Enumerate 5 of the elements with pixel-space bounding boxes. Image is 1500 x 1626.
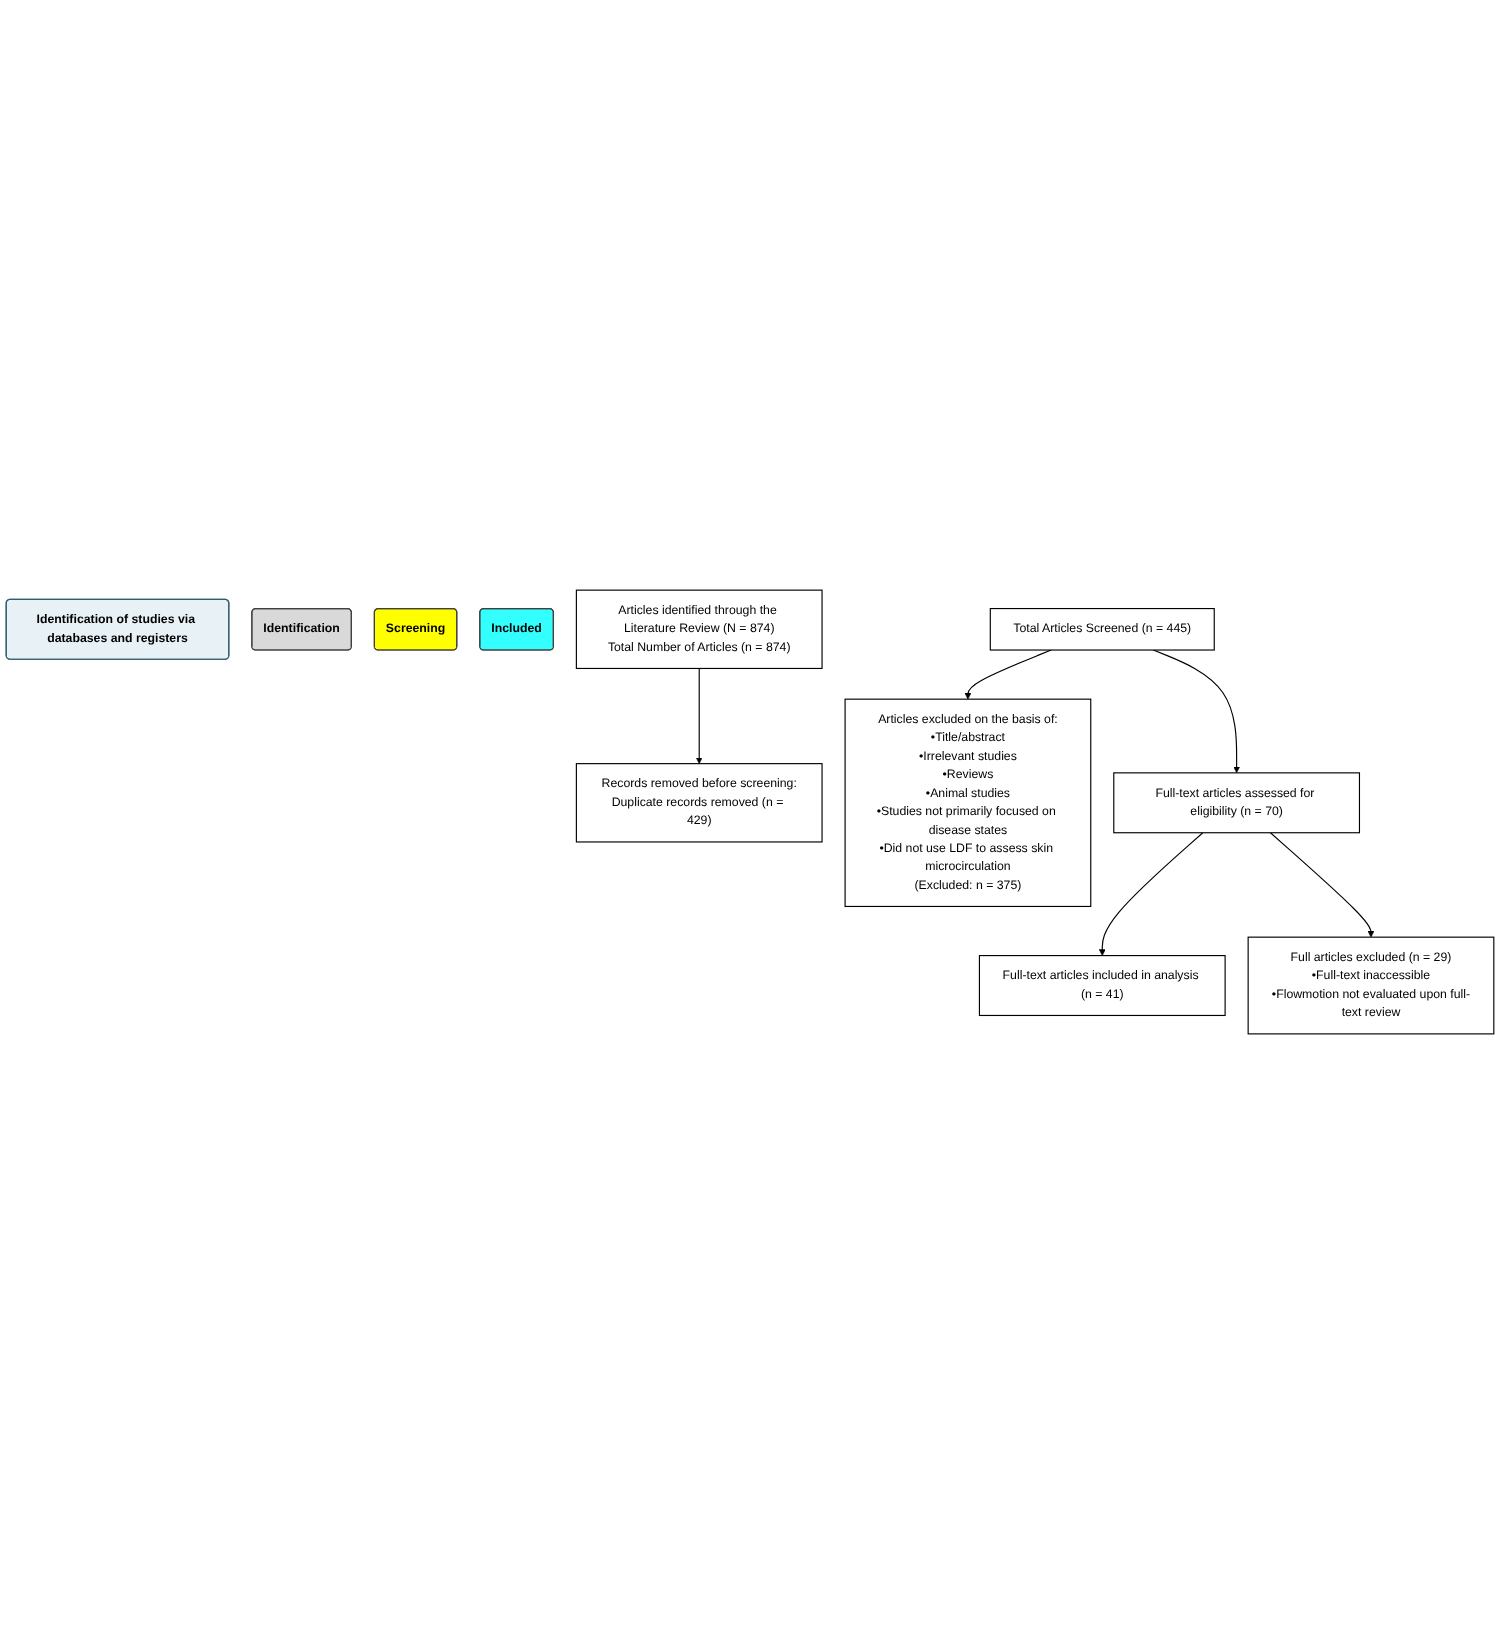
arrow: [1269, 833, 1375, 939]
arrow: [695, 668, 703, 765]
arrow: [1098, 833, 1204, 957]
arrow: [1152, 650, 1240, 775]
arrow: [964, 650, 1052, 701]
